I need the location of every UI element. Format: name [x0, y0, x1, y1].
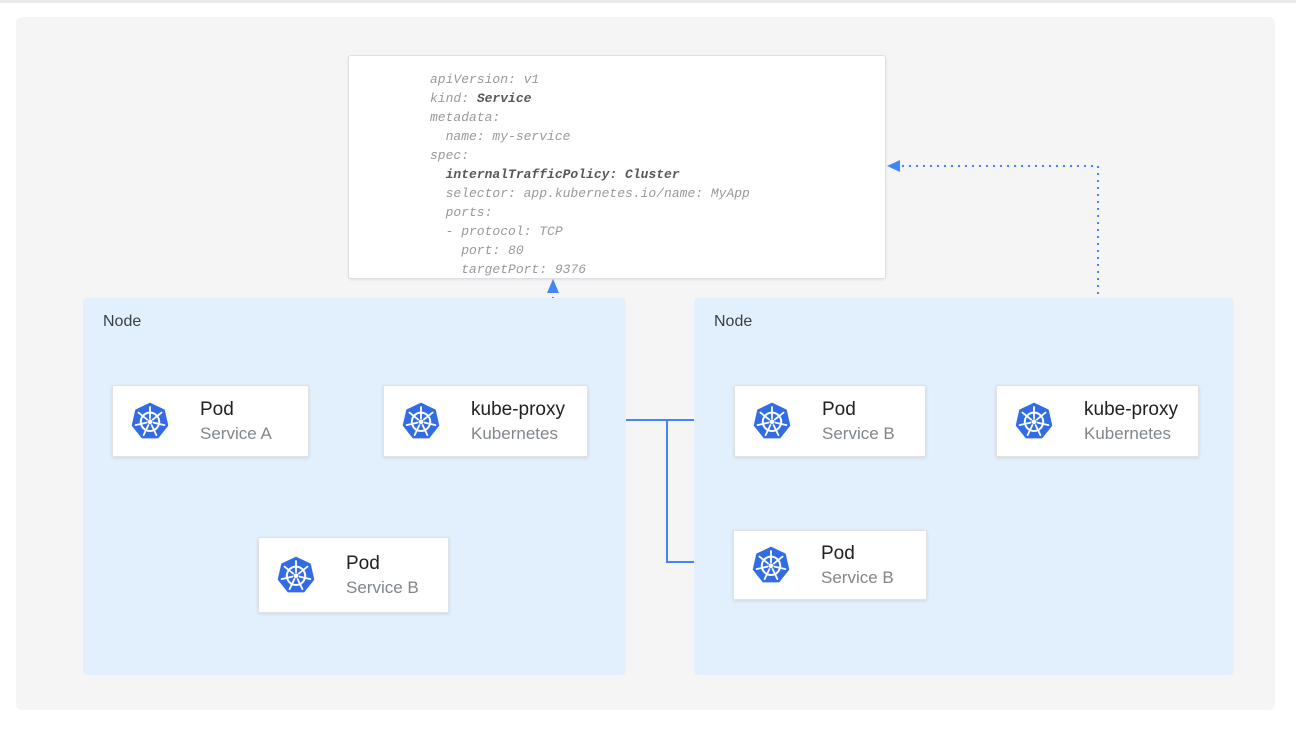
yaml-line: name: my-service [430, 127, 875, 146]
top-divider [0, 0, 1296, 3]
card-title: kube-proxy [471, 397, 565, 422]
node-right-label: Node [714, 313, 752, 331]
yaml-line: kind: Service [430, 89, 875, 108]
node-left-label: Node [103, 313, 141, 331]
node-left: Node [83, 298, 626, 675]
card-subtitle: Service B [822, 422, 895, 445]
card-pod-service-a: Pod Service A [112, 385, 309, 457]
card-pod-service-b-right-top: Pod Service B [734, 385, 926, 457]
yaml-line: metadata: [430, 108, 875, 127]
card-title: Pod [821, 541, 894, 566]
yaml-line: ports: [430, 203, 875, 222]
diagram-canvas: apiVersion: v1kind: Servicemetadata: nam… [16, 17, 1275, 710]
card-subtitle: Kubernetes [1084, 422, 1178, 445]
yaml-line: - protocol: TCP [430, 222, 875, 241]
kubernetes-icon [1014, 401, 1054, 441]
arrowhead-kube-proxy-right-to-service [887, 160, 900, 172]
card-pod-service-b-left: Pod Service B [258, 537, 449, 613]
card-title: Pod [822, 397, 895, 422]
card-kube-proxy-right: kube-proxy Kubernetes [996, 385, 1199, 457]
yaml-line: spec: [430, 146, 875, 165]
yaml-code: apiVersion: v1kind: Servicemetadata: nam… [430, 70, 875, 279]
card-kube-proxy-left: kube-proxy Kubernetes [383, 385, 588, 457]
yaml-line: targetPort: 9376 [430, 260, 875, 279]
card-subtitle: Service A [200, 422, 272, 445]
kubernetes-icon [751, 545, 791, 585]
yaml-line: selector: app.kubernetes.io/name: MyApp [430, 184, 875, 203]
yaml-line: internalTrafficPolicy: Cluster [430, 165, 875, 184]
node-right: Node [694, 298, 1234, 675]
card-subtitle: Service B [346, 576, 419, 599]
service-yaml-panel: apiVersion: v1kind: Servicemetadata: nam… [348, 55, 886, 279]
kubernetes-icon [752, 401, 792, 441]
card-subtitle: Service B [821, 566, 894, 589]
kubernetes-icon [130, 401, 170, 441]
yaml-line: port: 80 [430, 241, 875, 260]
card-title: kube-proxy [1084, 397, 1178, 422]
kubernetes-icon [276, 555, 316, 595]
card-title: Pod [346, 551, 419, 576]
kubernetes-icon [401, 401, 441, 441]
card-pod-service-b-right-bottom: Pod Service B [733, 530, 927, 600]
arrowhead-kube-proxy-left-to-service [547, 279, 559, 293]
card-title: Pod [200, 397, 272, 422]
yaml-line: apiVersion: v1 [430, 70, 875, 89]
card-subtitle: Kubernetes [471, 422, 565, 445]
